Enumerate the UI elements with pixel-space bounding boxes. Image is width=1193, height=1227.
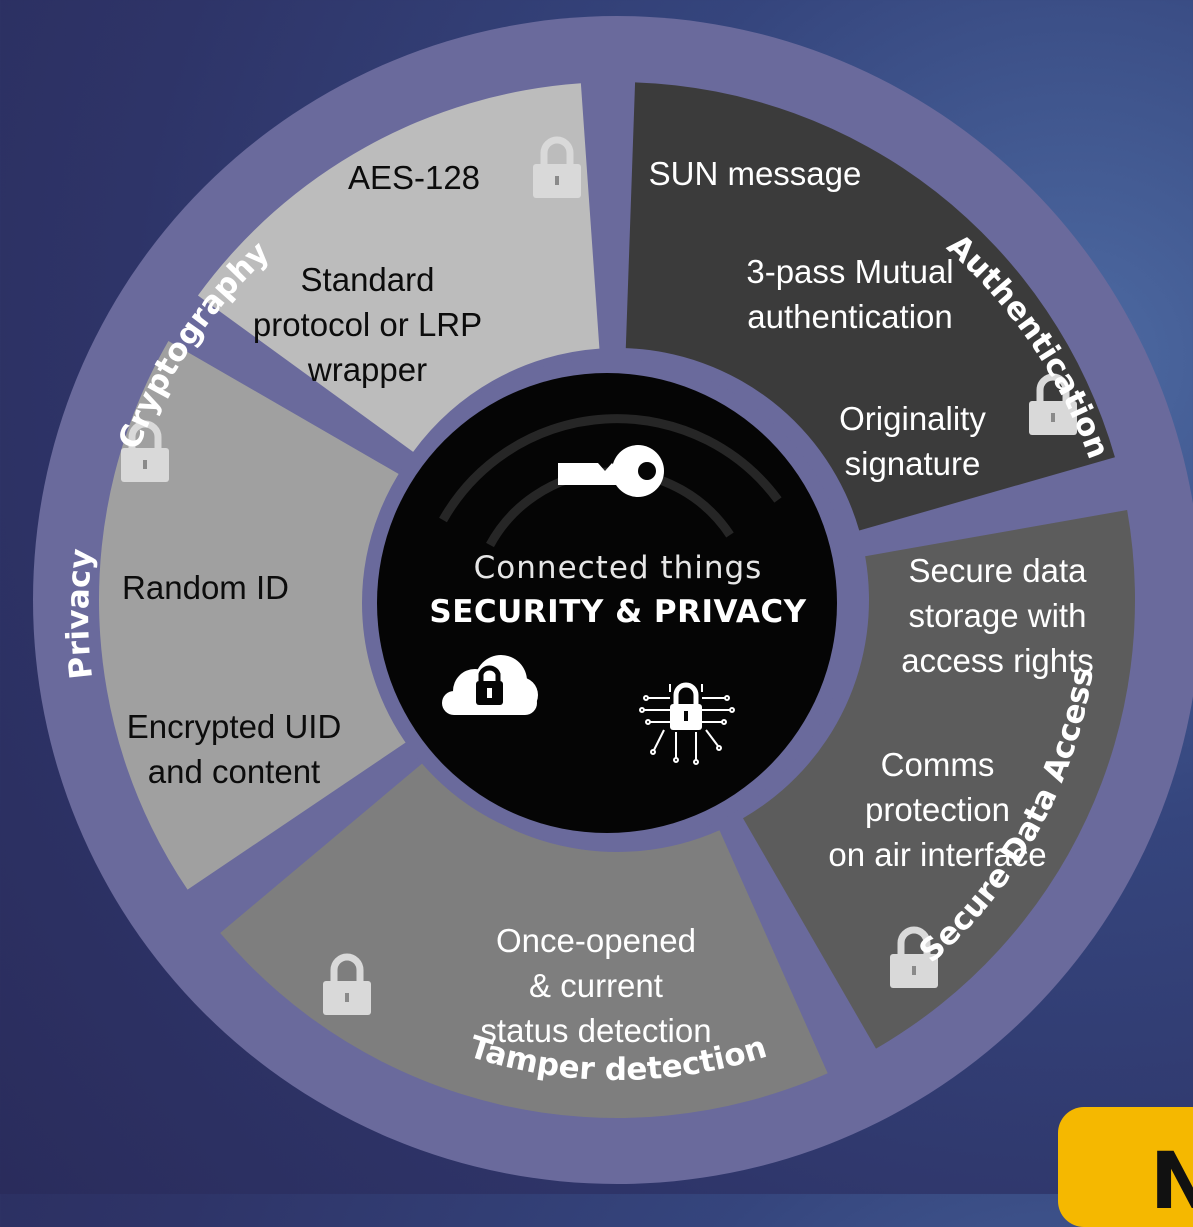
hub-subtitle: Connected things bbox=[473, 550, 763, 586]
segment-privacy bbox=[99, 341, 409, 890]
circuit-lock-icon bbox=[639, 682, 735, 765]
privacy-item-encrypted: Encrypted UID and content bbox=[126, 708, 342, 790]
segments bbox=[99, 82, 1136, 1118]
tamper-item-status: Once-opened & current status detection bbox=[480, 922, 712, 1049]
ring-label-privacy: Privacy bbox=[60, 547, 100, 681]
segment-secure-data-access bbox=[743, 510, 1136, 1049]
signal-arc-outer bbox=[439, 414, 782, 523]
security-wheel-diagram: Cryptography Authentication Tamper detec… bbox=[33, 16, 1193, 1184]
auth-item-mutual: 3-pass Mutual authentication bbox=[746, 253, 954, 335]
padlock-icon bbox=[1029, 373, 1077, 435]
padlock-icon bbox=[533, 136, 581, 198]
segment-tamper-detection bbox=[220, 761, 828, 1118]
segment-cryptography bbox=[197, 83, 600, 452]
hub-title: SECURITY & PRIVACY bbox=[429, 594, 807, 630]
crypto-item-protocol: Standard protocol or LRP wrapper bbox=[252, 261, 483, 388]
padlock-icon bbox=[323, 953, 371, 1015]
brand-badge: N bbox=[1058, 1107, 1193, 1227]
cloud-lock-icon bbox=[442, 655, 538, 715]
segment-authentication bbox=[625, 82, 1115, 531]
auth-item-originality: Originality signature bbox=[839, 400, 986, 482]
privacy-item-random: Random ID bbox=[122, 569, 289, 606]
auth-item-sun: SUN message bbox=[648, 155, 862, 192]
padlock-icon bbox=[121, 420, 169, 482]
center-hub bbox=[377, 373, 837, 833]
key-icon bbox=[558, 445, 664, 497]
padlock-icon bbox=[890, 926, 938, 988]
sda-item-comms: Comms protection on air interface bbox=[828, 746, 1047, 873]
sda-item-storage: Secure data storage with access rights bbox=[901, 552, 1094, 679]
crypto-item-aes: AES-128 bbox=[347, 159, 481, 196]
brand-badge-letter: N bbox=[1150, 1137, 1193, 1227]
